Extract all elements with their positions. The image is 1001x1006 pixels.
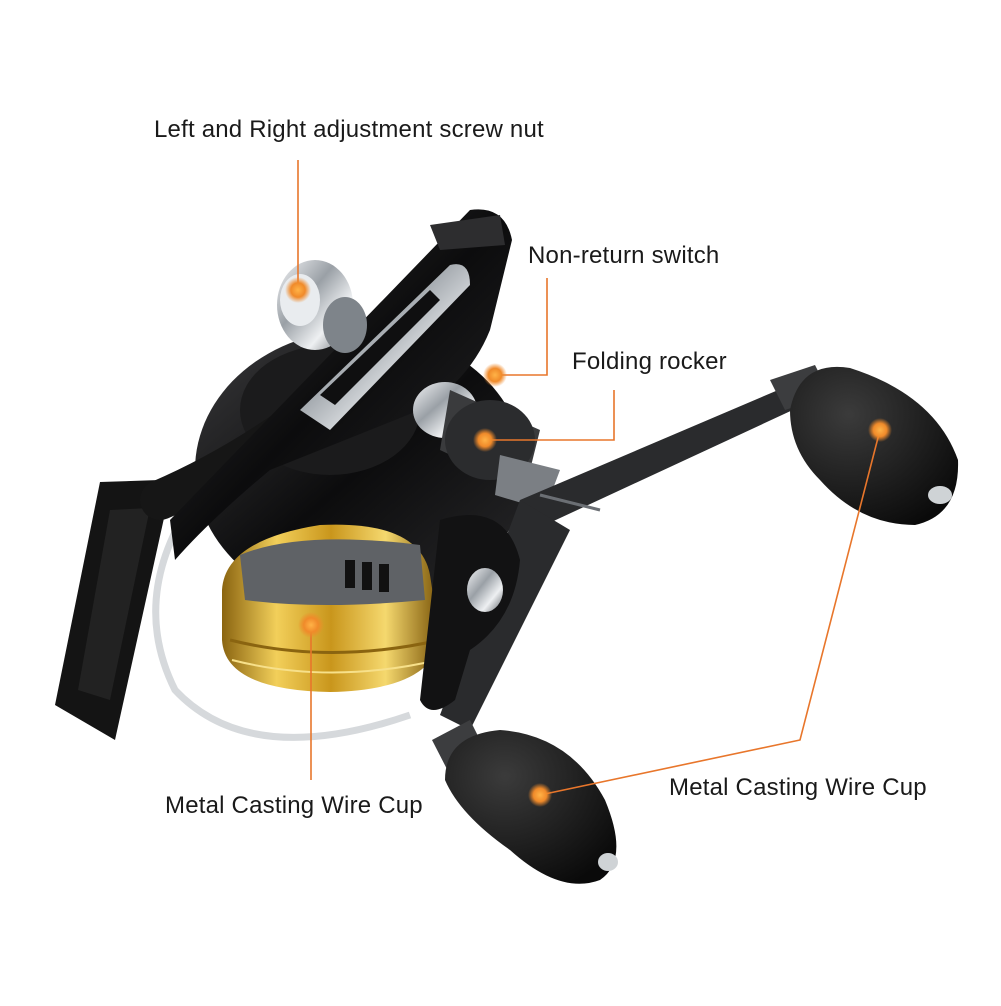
- screw-nut: [277, 260, 367, 353]
- spool-arm: [420, 515, 520, 710]
- callout-rocker-line: [485, 390, 615, 441]
- callout-dot-rocker: [473, 428, 497, 452]
- callout-nonreturn-line: [495, 278, 548, 376]
- gold-spool: [222, 524, 441, 692]
- reel-housing: [170, 209, 512, 560]
- callout-dots: [285, 277, 892, 807]
- callout-lines: [297, 160, 881, 796]
- label-screw-nut: Left and Right adjustment screw nut: [154, 116, 544, 143]
- callout-dot-cup-right-bottom: [528, 783, 552, 807]
- lower-knob: [432, 720, 618, 884]
- label-wire-cup-right: Metal Casting Wire Cup: [669, 774, 927, 801]
- upper-knob: [770, 365, 959, 525]
- bail-wire: [152, 503, 412, 741]
- callout-dot-cup-right-top: [868, 418, 892, 442]
- label-wire-cup-left: Metal Casting Wire Cup: [165, 792, 423, 819]
- handle-arms: [440, 385, 810, 730]
- callout-cup-right-line: [539, 429, 881, 796]
- label-non-return-switch: Non-return switch: [528, 242, 720, 269]
- label-folding-rocker: Folding rocker: [572, 348, 727, 375]
- callout-dot-nonreturn: [483, 363, 507, 387]
- line-roller: [467, 568, 503, 612]
- callout-dot-screw: [285, 277, 311, 303]
- callout-dot-cup-left: [298, 612, 324, 638]
